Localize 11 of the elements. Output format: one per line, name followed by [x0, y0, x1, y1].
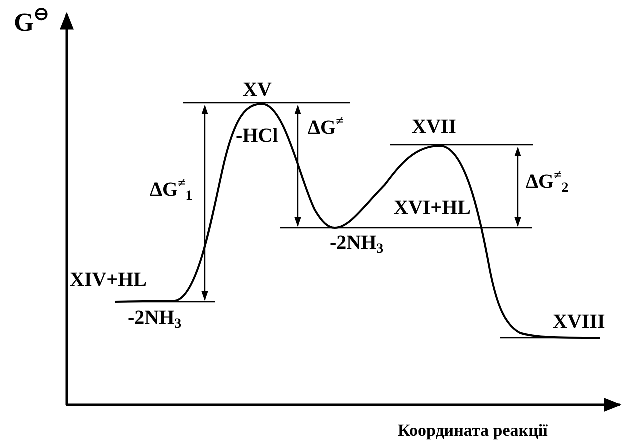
- state-label: XVIII: [553, 312, 606, 332]
- state-label: XV: [243, 80, 272, 100]
- axis-label: Координата реакції: [398, 422, 548, 439]
- elimination-label: -2NH$_{3}$: [128, 308, 182, 328]
- axis-label: G$^{⊖}$: [14, 10, 50, 36]
- state-label: XVII: [412, 117, 456, 137]
- elimination-label: -2NH$_{3}$: [330, 233, 384, 253]
- elimination-label: -HCl: [236, 126, 278, 146]
- state-label: XVI+HL: [394, 198, 471, 218]
- energy-label: ΔG$^{≠}$: [308, 118, 344, 138]
- state-label: XIV+HL: [70, 270, 147, 290]
